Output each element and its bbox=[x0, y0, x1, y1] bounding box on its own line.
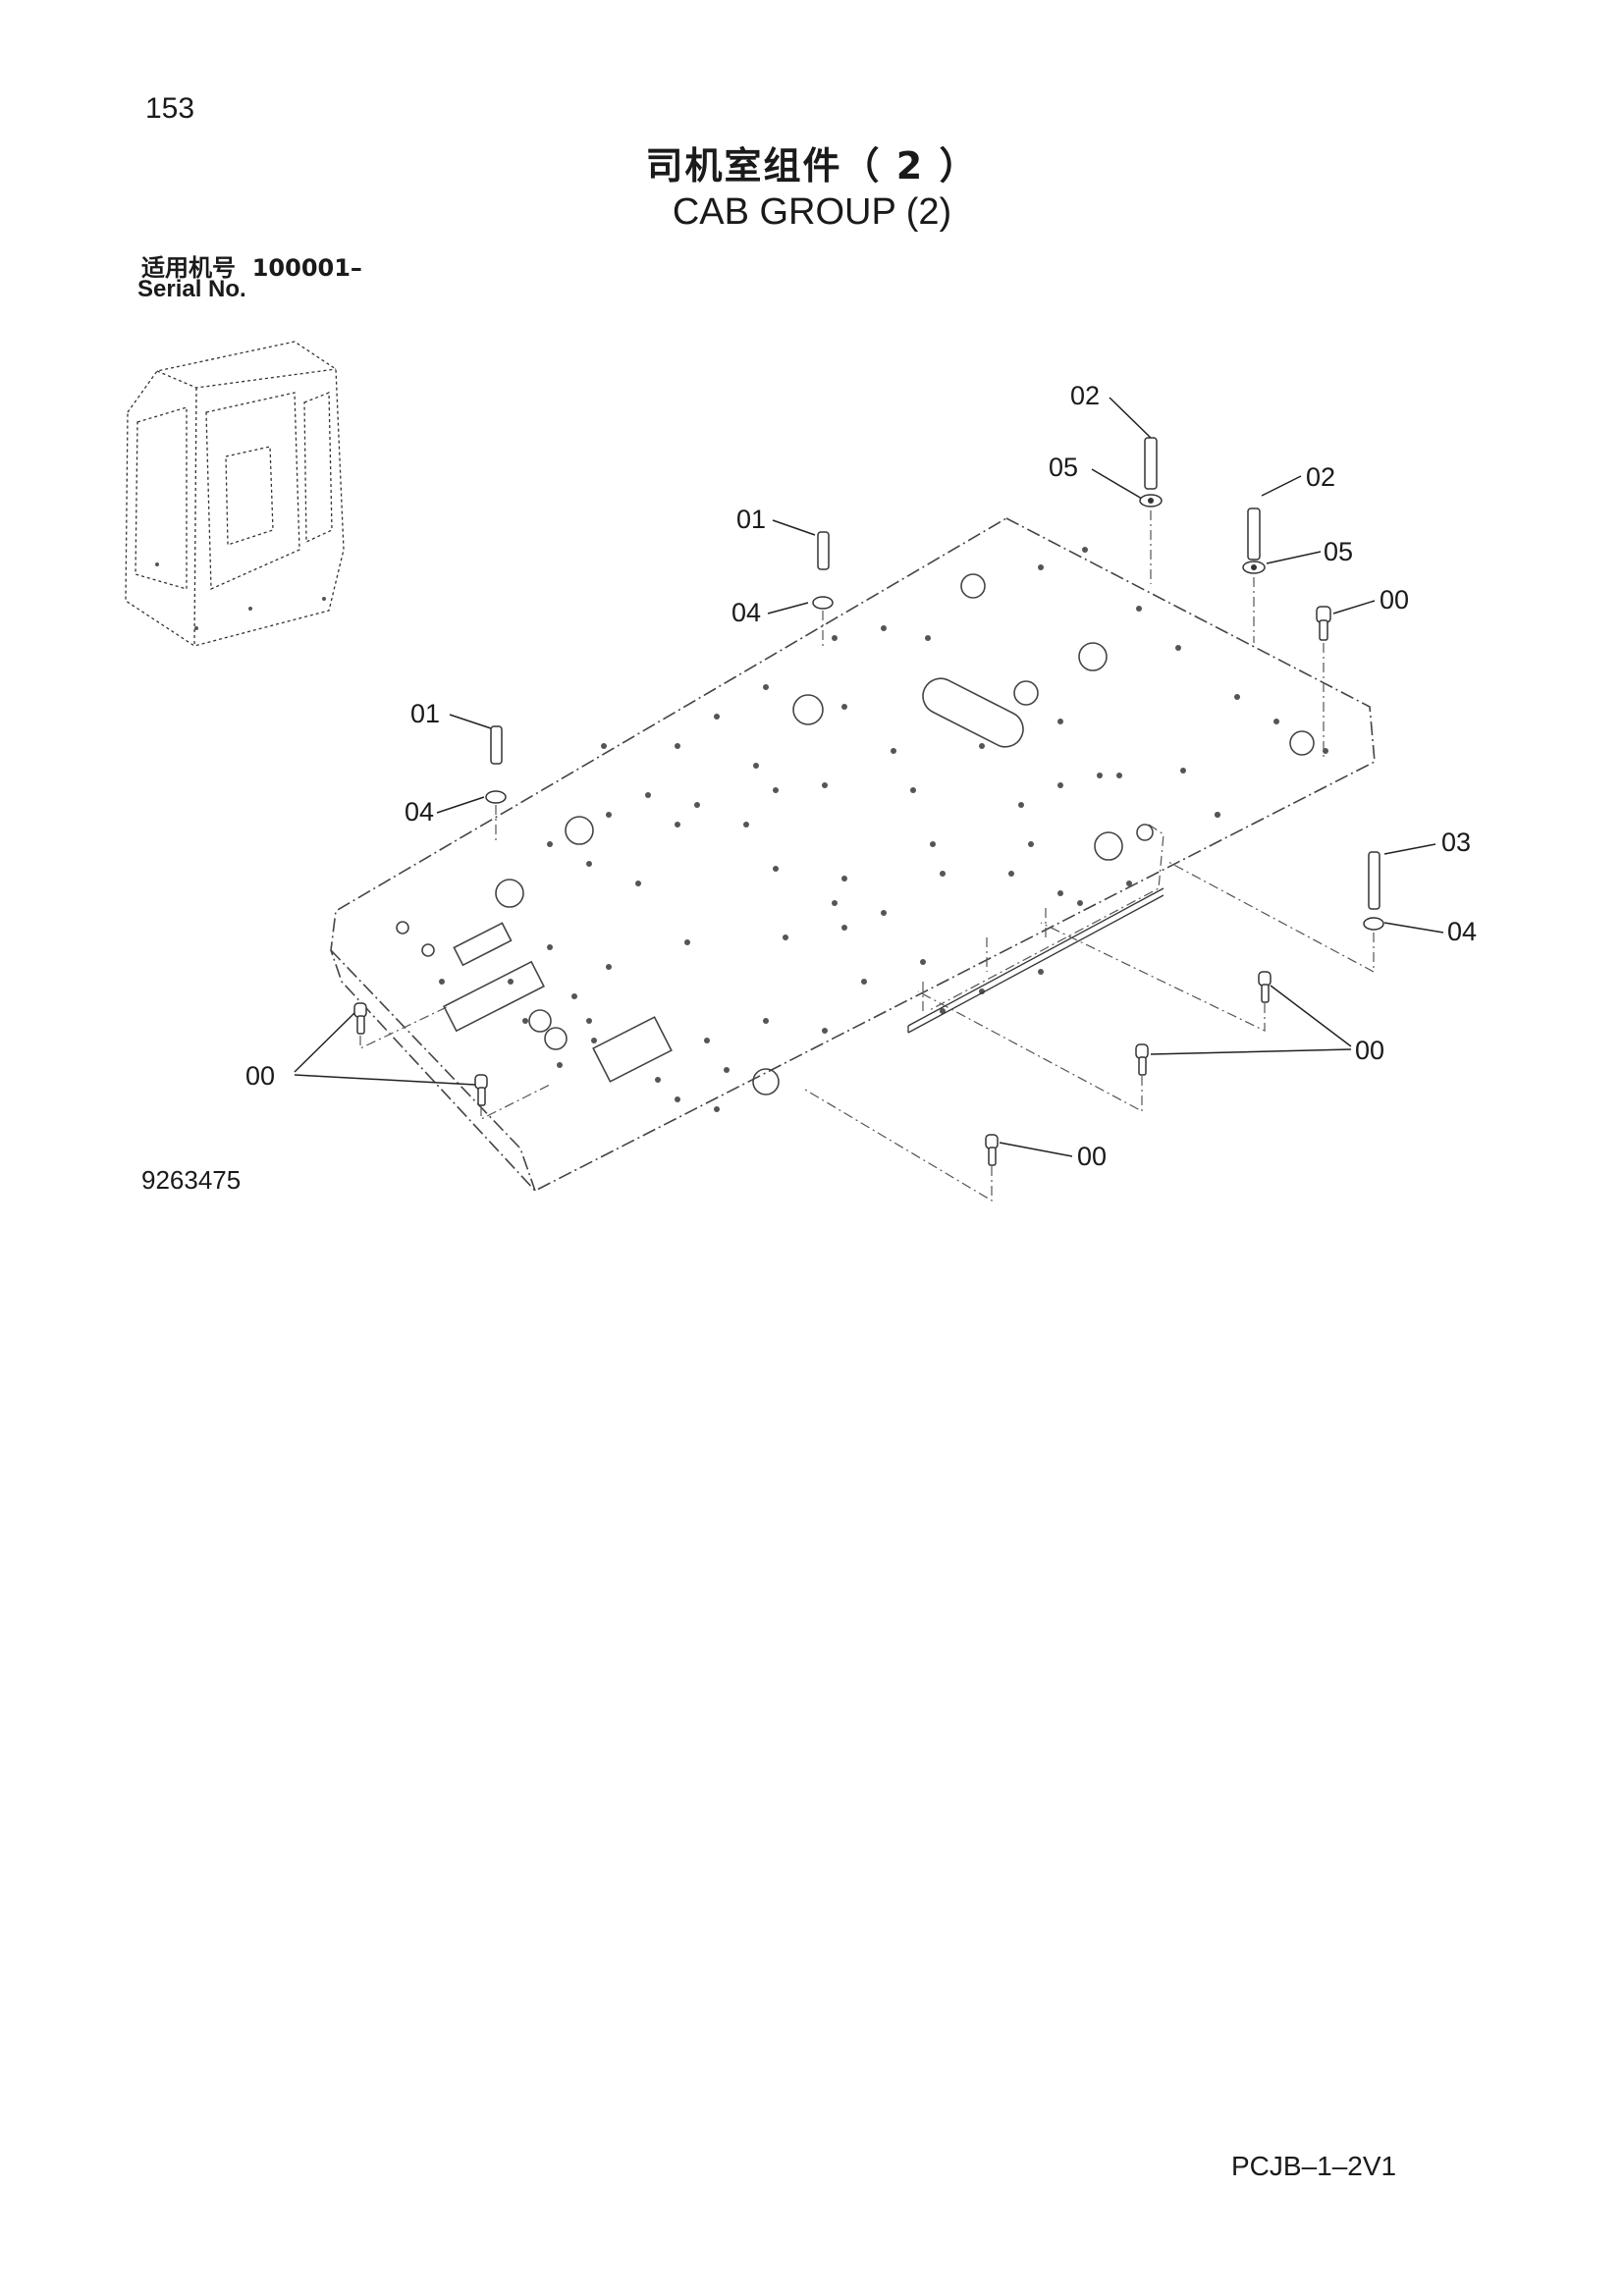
callout-00-a: 00 bbox=[1380, 585, 1409, 614]
callout-04-b: 04 bbox=[405, 797, 434, 827]
callout-04-c: 04 bbox=[1447, 917, 1477, 946]
title-chinese: 司机室组件（ 2 ） bbox=[645, 144, 979, 187]
document-code: PCJB–1–2V1 bbox=[1231, 2151, 1397, 2181]
callout-05-b: 05 bbox=[1324, 537, 1353, 566]
callout-00-b: 00 bbox=[1355, 1036, 1384, 1065]
callout-00-d: 00 bbox=[1077, 1142, 1107, 1171]
callout-02-a: 02 bbox=[1070, 381, 1100, 410]
title-english: CAB GROUP (2) bbox=[672, 191, 952, 233]
callout-01-a: 01 bbox=[736, 505, 766, 534]
callout-04-a: 04 bbox=[731, 598, 761, 627]
serial-label-cn-text: 适用机号 bbox=[141, 254, 236, 282]
serial-label-chinese: 适用机号 100001– bbox=[141, 248, 362, 283]
parts-callouts bbox=[294, 397, 1444, 1202]
page-number: 153 bbox=[145, 92, 195, 125]
callout-05-a: 05 bbox=[1049, 453, 1078, 482]
callout-03: 03 bbox=[1441, 828, 1471, 857]
serial-label-english: Serial No. bbox=[137, 276, 246, 302]
callout-labels: 02 05 02 01 05 04 00 01 04 03 04 00 00 0… bbox=[245, 381, 1477, 1171]
floor-plate bbox=[330, 517, 1376, 1192]
serial-value: 100001– bbox=[251, 254, 362, 282]
callout-02-b: 02 bbox=[1306, 462, 1335, 492]
drawing-number: 9263475 bbox=[141, 1165, 242, 1195]
callout-00-c: 00 bbox=[245, 1061, 275, 1091]
callout-01-b: 01 bbox=[410, 699, 440, 728]
cab-thumbnail-image bbox=[125, 341, 345, 647]
